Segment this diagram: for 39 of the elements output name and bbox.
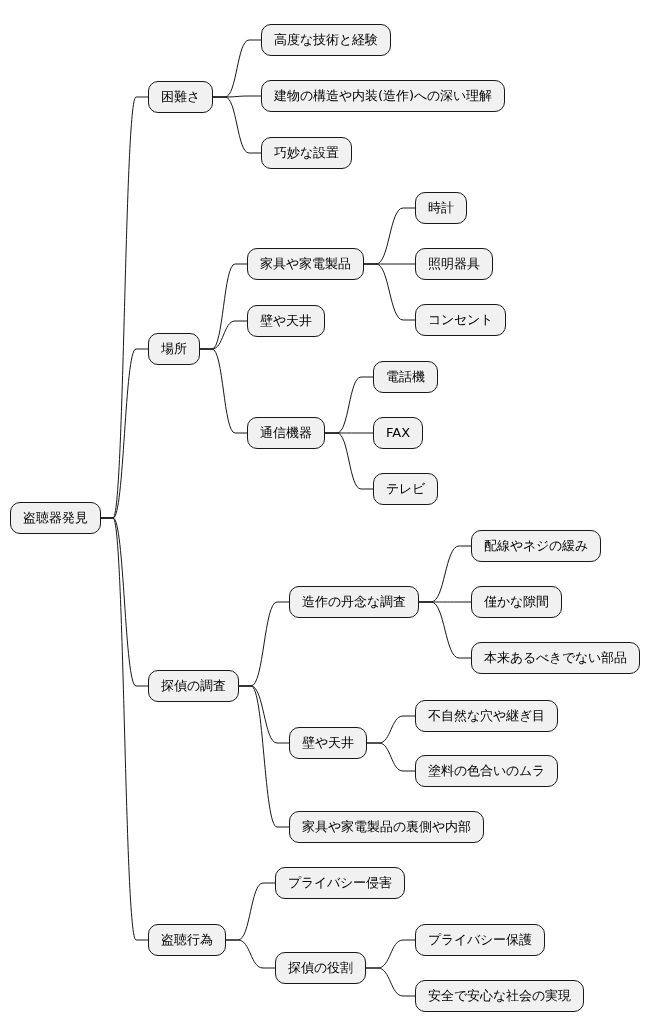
topic-box: 通信機器 [247,417,325,449]
connector-line [199,348,248,434]
topic-box: 不自然な穴や継ぎ目 [415,700,558,732]
topic-box: 時計 [415,192,467,224]
topic-box: 壁や天井 [289,727,367,759]
topic-box: プライバシー侵害 [275,867,405,899]
connector-line [366,742,416,772]
connector-line [365,967,416,997]
topic-box: 盗聴行為 [148,924,226,956]
connector-line [225,939,276,969]
topic-box: 安全で安心な社会の実現 [415,980,584,1012]
topic-box: コンセント [415,304,506,336]
topic-box: 探偵の調査 [148,670,239,702]
topic-box: 家具や家電製品 [247,248,364,280]
topic-box: 探偵の役割 [275,952,366,984]
topic-box: 造作の丹念な調査 [289,586,419,618]
topic-box: 僅かな隙間 [471,586,562,618]
topic-box: 照明器具 [415,248,493,280]
topic-box: 配線やネジの緩み [471,530,601,562]
connector-line [238,685,290,828]
topic-box: 家具や家電製品の裏側や内部 [289,811,484,843]
connector-line [363,263,416,321]
topic-box: テレビ [373,473,438,505]
topic-box: 電話機 [373,361,438,393]
topic-box: 壁や天井 [247,305,325,337]
topic-box: 高度な技術と経験 [261,24,391,56]
topic-box: 建物の構造や内装(造作)への深い理解 [261,80,506,112]
topic-box: 盗聴器発見 [10,502,101,534]
connector-line [324,432,374,490]
topic-box: 塗料の色合いのムラ [415,755,558,787]
topic-box: FAX [373,417,424,449]
topic-box: 本来あるべきでない部品 [471,642,640,674]
topic-box: 巧妙な設置 [261,137,352,169]
connector-line [418,601,472,659]
connector-line [100,517,149,941]
topic-box: プライバシー保護 [415,924,545,956]
connector-line [212,96,262,154]
topic-box: 困難さ [148,81,213,113]
topic-box: 場所 [148,333,200,365]
